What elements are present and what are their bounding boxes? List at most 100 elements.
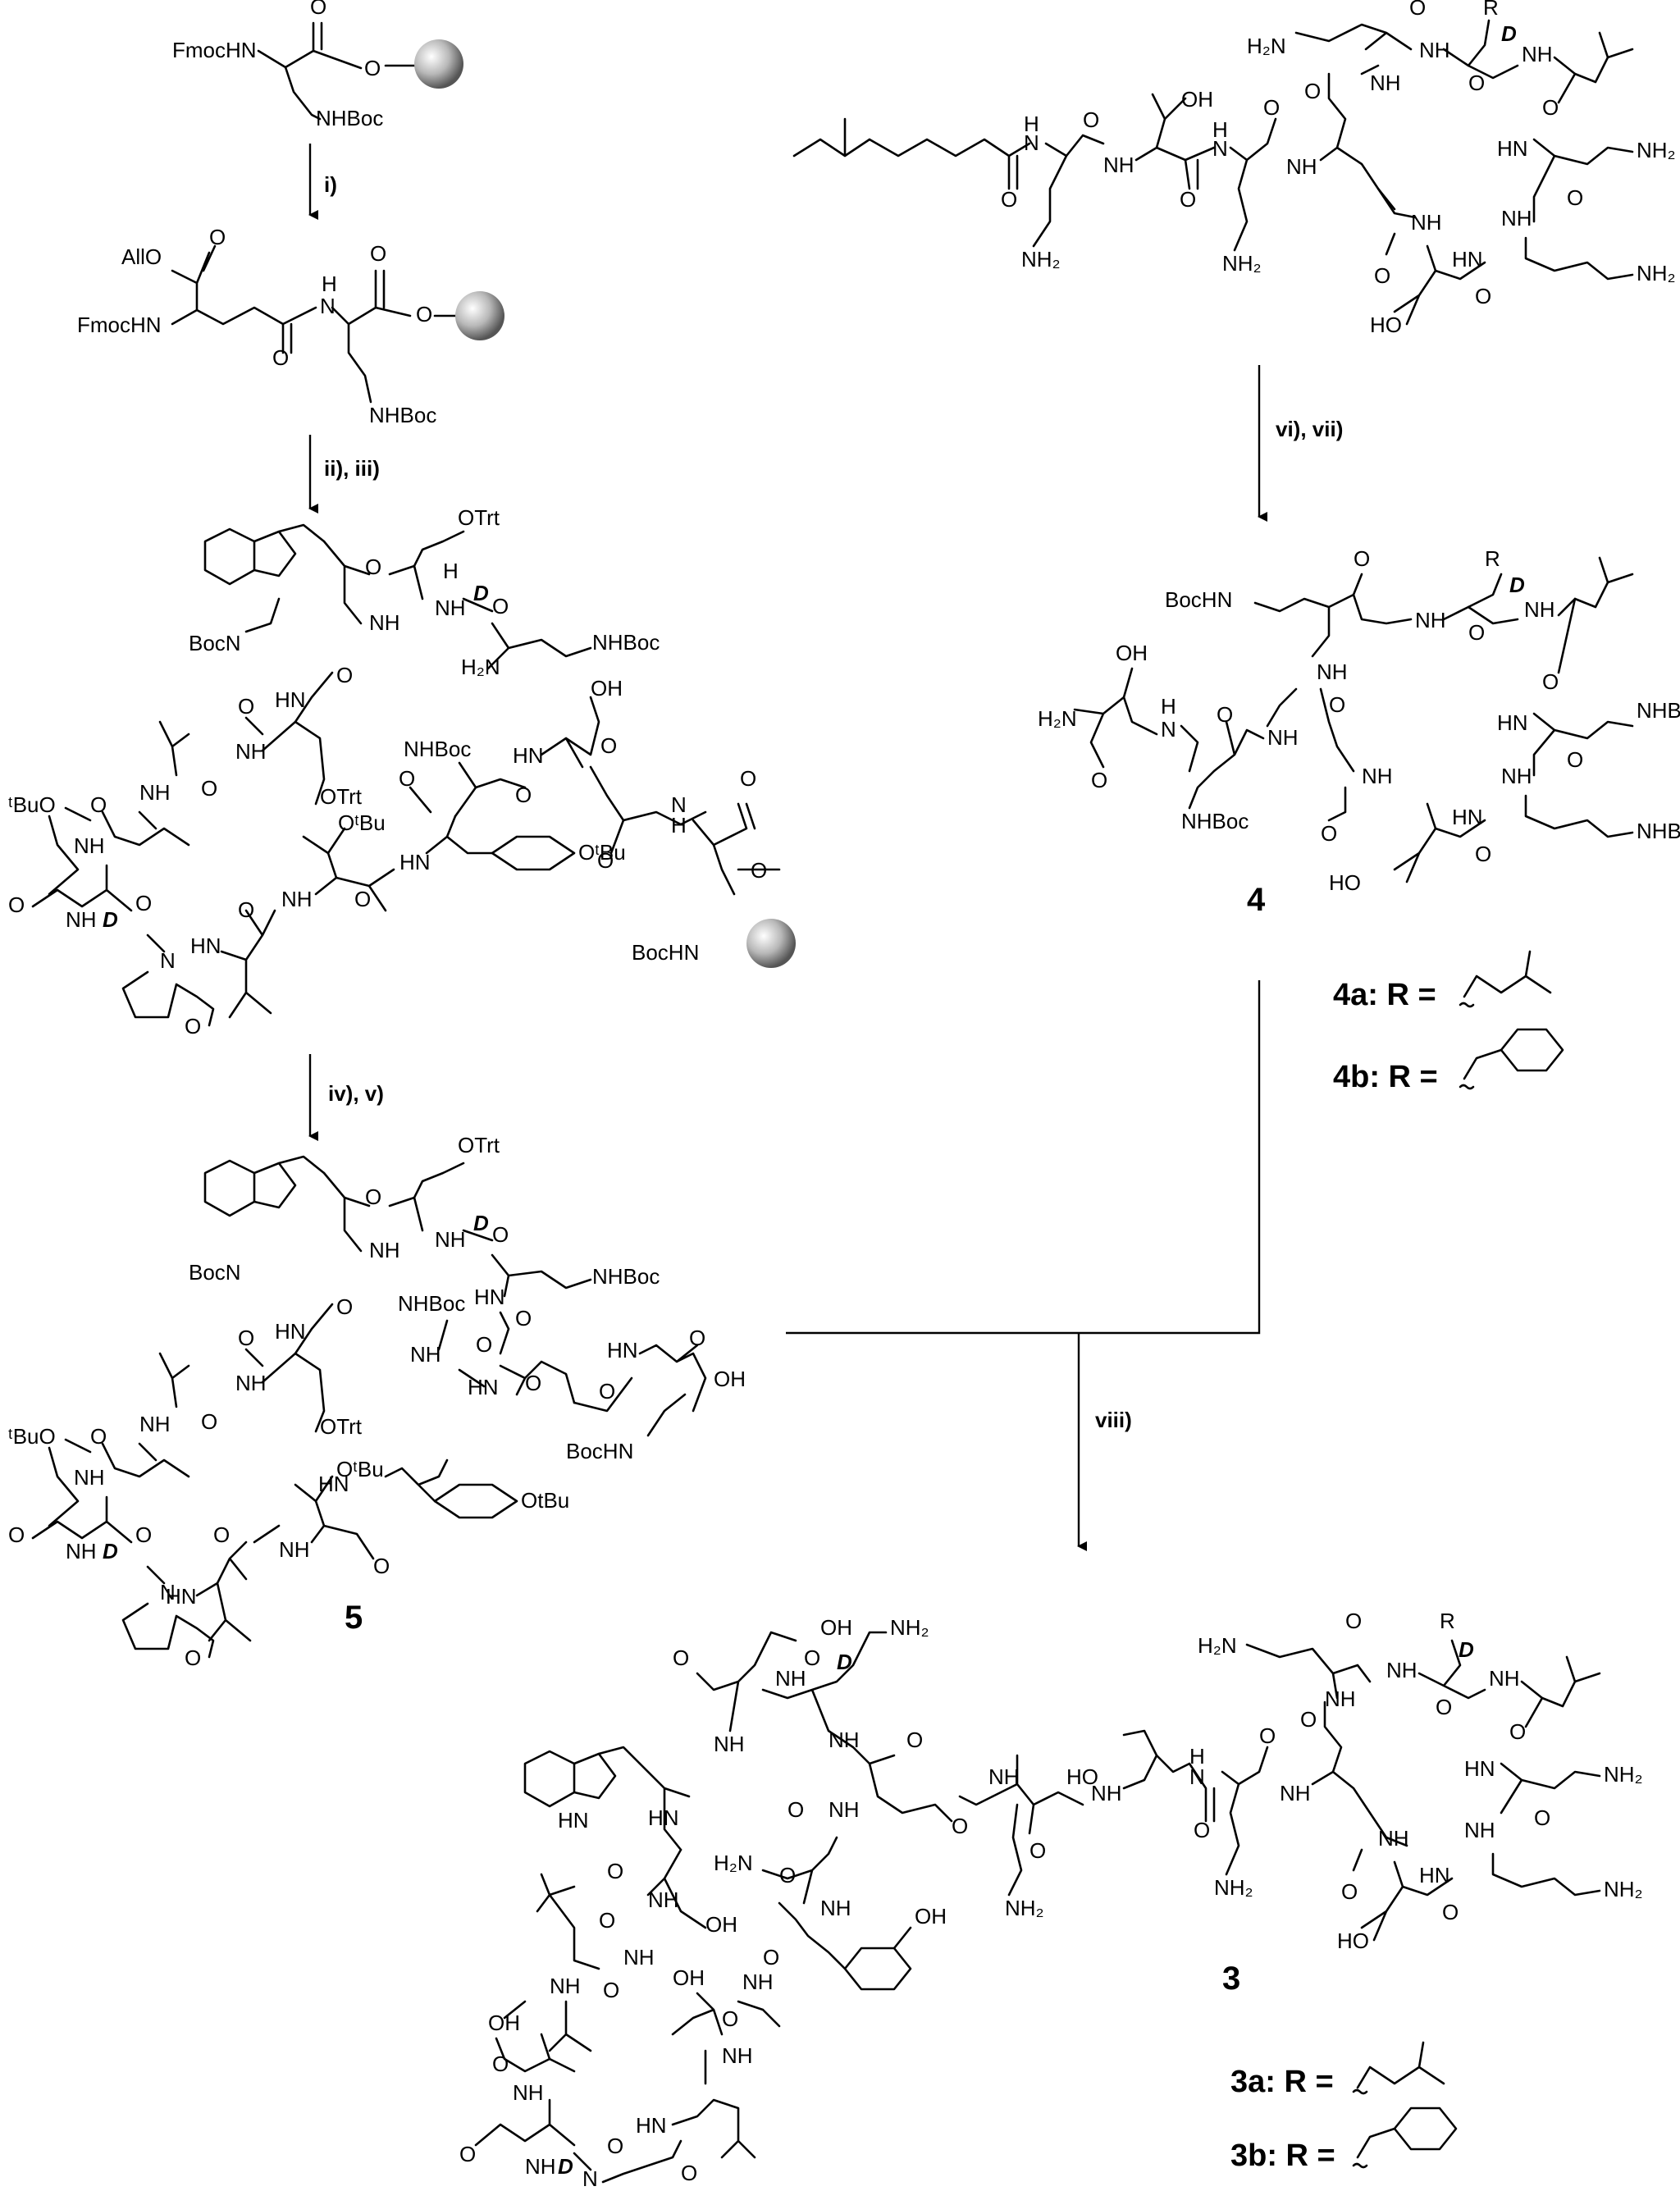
bond	[589, 765, 707, 855]
indole-ring	[523, 1746, 641, 1808]
label-o: O	[1475, 284, 1491, 308]
label-hn: HN	[275, 1319, 306, 1344]
bond	[322, 530, 592, 670]
bond	[257, 21, 363, 121]
label-oh: OH	[820, 1615, 852, 1640]
label-nh: NH	[1489, 1666, 1520, 1691]
label-o: O	[135, 1522, 152, 1547]
bond	[1073, 667, 1199, 773]
label-nh: NH	[550, 1974, 581, 1998]
label-o: O	[1509, 1719, 1526, 1744]
label-oh: OH	[915, 1904, 947, 1929]
label-o: O	[1341, 1879, 1358, 1904]
bond	[1524, 728, 1634, 838]
label-n: N	[160, 1580, 176, 1604]
bond	[31, 864, 133, 912]
r-definition-4a: 4a: R =	[1333, 978, 1436, 1012]
resin-bead-icon	[414, 39, 463, 89]
label-o: O	[416, 302, 432, 326]
bond	[671, 1992, 781, 2085]
label-tbuo: ᵗBuO	[8, 1424, 56, 1449]
bond	[1532, 72, 1634, 166]
label-o: O	[952, 1814, 968, 1838]
label-h: H	[671, 813, 687, 838]
label-r: R	[1440, 1609, 1455, 1633]
label-o: O	[1194, 1818, 1210, 1842]
stereo-label-d: D	[1501, 21, 1517, 46]
label-ho: HO	[1337, 1929, 1369, 1953]
label-ho: HO	[1329, 870, 1361, 895]
label-o: O	[1534, 1805, 1550, 1830]
label-h: H	[1212, 117, 1228, 142]
label-o: O	[185, 1646, 201, 1670]
label-o: O	[1259, 1723, 1276, 1748]
bond	[322, 1162, 592, 1355]
label-nh: NH	[1267, 725, 1299, 750]
label-nh: NH	[410, 1342, 441, 1367]
label-o: O	[673, 1646, 689, 1670]
label-nh2: NH₂	[1005, 1896, 1044, 1920]
bond	[384, 1458, 449, 1503]
label-h: H	[1189, 1744, 1205, 1769]
bond	[1442, 556, 1634, 625]
label-o: O	[1567, 747, 1583, 772]
label-o: O	[779, 1863, 796, 1887]
label-nh2: NH₂	[1214, 1875, 1253, 1900]
bond	[503, 2000, 592, 2052]
bond	[1229, 117, 1277, 252]
label-nh: NH	[742, 1970, 774, 1994]
label-o: O	[1468, 620, 1485, 645]
r-definition-3a: 3a: R =	[1230, 2065, 1334, 2099]
wavy-bond	[1352, 2088, 1368, 2095]
label-oh: OH	[591, 676, 623, 701]
bond	[1524, 154, 1634, 281]
bond	[573, 2139, 682, 2184]
bond	[1311, 1700, 1408, 1847]
bond	[646, 1393, 687, 1437]
resin-bead-icon	[455, 291, 504, 340]
label-nh: NH	[1280, 1781, 1311, 1805]
label-o: O	[599, 1908, 615, 1933]
label-o: O	[1442, 1900, 1459, 1924]
label-bochn: BocHN	[1165, 587, 1232, 612]
label-otbu: OᵗBu	[578, 840, 626, 865]
label-nh2: NH₂	[1637, 138, 1676, 162]
label-r: R	[1483, 0, 1499, 20]
label-allo: AllO	[121, 244, 162, 269]
phenyl-ring	[843, 1947, 912, 1991]
label-nh: NH	[722, 2043, 753, 2068]
benzyl-substituent	[1463, 1048, 1503, 1080]
label-n: N	[1024, 130, 1039, 155]
label-h2n: H₂N	[1038, 706, 1077, 731]
label-o: O	[1542, 95, 1559, 120]
label-ho: HO	[1370, 313, 1402, 337]
label-oh: OH	[488, 2011, 520, 2035]
r-definition-4b: 4b: R =	[1333, 1060, 1438, 1094]
label-nh: NH	[829, 1797, 860, 1822]
label-o: O	[399, 766, 415, 791]
label-o: O	[689, 1326, 705, 1350]
label-hn: HN	[190, 933, 221, 958]
phenyl-ring	[491, 835, 576, 871]
label-hn: HN	[275, 687, 306, 712]
label-o: O	[906, 1728, 923, 1752]
bond	[638, 1631, 896, 1851]
stereo-label-d: D	[1509, 573, 1525, 597]
label-o: O	[365, 555, 381, 579]
phenyl-ring	[1393, 2107, 1458, 2151]
label-otbu: OᵗBu	[338, 810, 386, 835]
structure-compound-4: BocHN O NH R D NH NH O O HN NHBoc NH O N…	[1038, 546, 1680, 895]
bond	[646, 1836, 838, 1929]
label-nh: NH	[775, 1666, 806, 1691]
label-o: O	[201, 776, 217, 801]
label-o: O	[1329, 692, 1345, 717]
structure-compound-3: HN OH NH₂ O NH O D NH NH O HN O NH O NH …	[459, 1609, 1643, 2191]
label-nh: NH	[1103, 153, 1134, 177]
label-n: N	[1189, 1764, 1205, 1789]
label-h: H	[1161, 694, 1176, 719]
label-o: O	[681, 2161, 697, 2185]
label-oh: OH	[673, 1965, 705, 1990]
stereo-label-d: D	[103, 907, 118, 932]
bond	[1134, 93, 1216, 190]
structure-fmoc-glu-dab-resin: AllO O FmocHN O H N O O NHBoc	[77, 225, 504, 427]
